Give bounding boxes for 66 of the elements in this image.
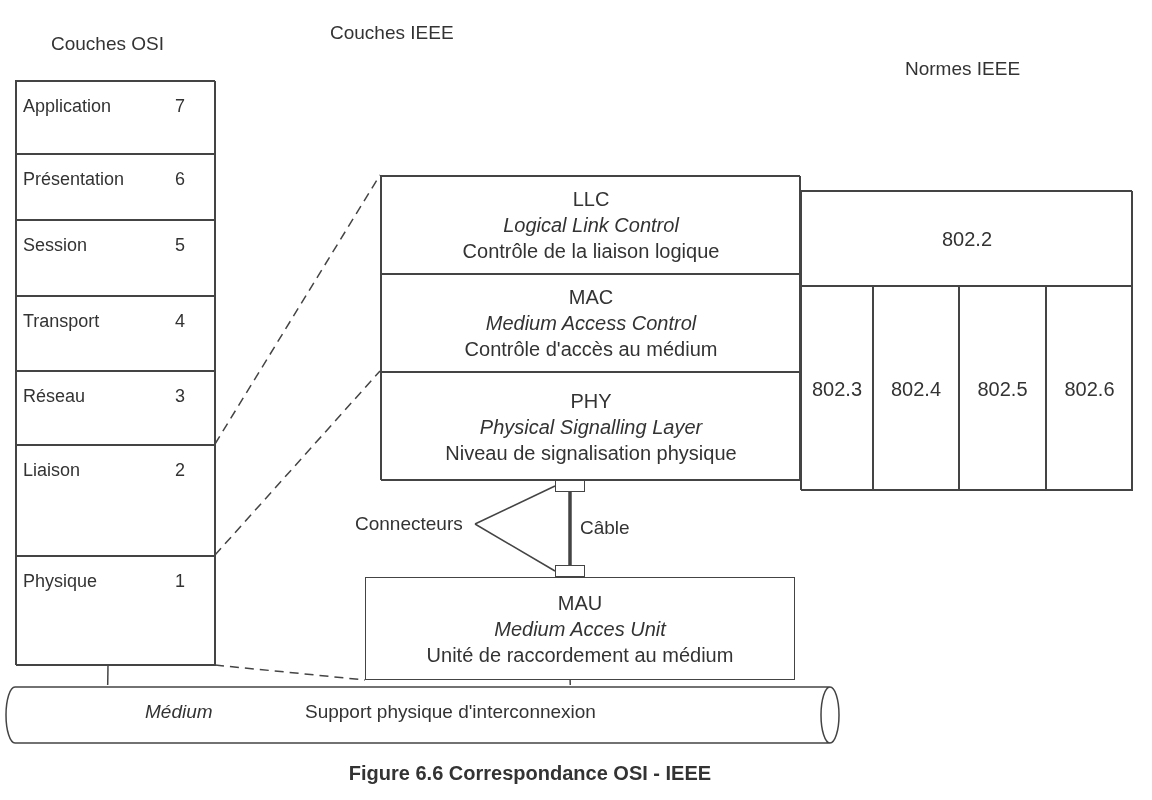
- standards-table: [800, 190, 1132, 490]
- leader-line: [474, 485, 556, 525]
- standard-number: 802.4: [890, 376, 942, 402]
- connector-box: [555, 565, 585, 577]
- connector-box: [555, 480, 585, 492]
- column-heading: Couches IEEE: [330, 22, 454, 44]
- layer-box: [16, 154, 216, 220]
- layer-number: 5: [175, 235, 185, 256]
- column-heading: Normes IEEE: [905, 58, 1021, 80]
- heading: Couches OSI: [51, 33, 164, 55]
- layer-text: Medium Acces Unit: [494, 616, 666, 642]
- layer-name: Application: [23, 96, 112, 117]
- layer-text: MAC: [568, 285, 614, 310]
- layer-text: Medium Access Control: [485, 311, 697, 336]
- layer-text: Unité de raccordement au médium: [426, 642, 734, 668]
- layer-text: PHY: [570, 388, 612, 414]
- dashed-line: [214, 664, 366, 681]
- standard-number: 802.3: [811, 376, 863, 402]
- table-cell: [873, 286, 959, 491]
- layer-number: 1: [175, 571, 185, 592]
- medium-cylinder: [5, 685, 840, 745]
- layer-box: [16, 445, 216, 556]
- layer-name: Réseau: [23, 386, 86, 407]
- table-cell: [801, 191, 1133, 286]
- layer-name: Physique: [23, 571, 98, 592]
- layer-number: 2: [175, 460, 185, 481]
- layer-number: 4: [175, 311, 185, 332]
- layer-text: Contrôle de la liaison logique: [462, 239, 720, 264]
- layer-box: [16, 371, 216, 445]
- table-cell: [801, 286, 873, 491]
- layer-name: Session: [23, 235, 88, 256]
- standard-number: 802.6: [1064, 376, 1115, 402]
- label-text: Connecteurs: [355, 508, 475, 540]
- layer-name: Transport: [23, 311, 100, 332]
- layer-box: [16, 556, 216, 666]
- leader-line: [474, 523, 556, 572]
- figure-caption: Figure 6.6 Correspondance OSI - IEEE: [347, 762, 713, 785]
- cable-line: [568, 492, 572, 565]
- sublayer-box: [381, 372, 801, 481]
- layer-number: 6: [175, 169, 185, 190]
- medium-text: Support physique d'interconnexion: [305, 701, 596, 723]
- table-cell: [1046, 286, 1133, 491]
- ieee-layers-box: [380, 175, 800, 480]
- layer-text: MAU: [557, 590, 603, 616]
- layer-name: Liaison: [23, 460, 81, 481]
- mau-box: [365, 577, 795, 680]
- layer-box: [16, 296, 216, 371]
- sublayer-box: [381, 176, 801, 274]
- layer-text: Niveau de signalisation physique: [445, 440, 737, 466]
- connector-line: [569, 679, 572, 686]
- layer-text: LLC: [572, 187, 610, 212]
- layer-number: 7: [175, 96, 185, 117]
- standard-number: 802.2: [941, 226, 993, 252]
- layer-number: 3: [175, 386, 185, 407]
- medium-text: Médium: [145, 701, 213, 723]
- table-cell: [959, 286, 1046, 491]
- layer-box: [16, 81, 216, 154]
- sublayer-box: [381, 274, 801, 372]
- standard-number: 802.5: [977, 376, 1028, 402]
- dashed-line: [214, 370, 381, 556]
- layer-text: Logical Link Control: [503, 213, 679, 238]
- layer-name: Présentation: [23, 169, 125, 190]
- layer-box: [16, 220, 216, 296]
- connector-line: [106, 664, 109, 686]
- layer-text: Contrôle d'accès au médium: [464, 337, 718, 362]
- layer-text: Physical Signalling Layer: [479, 414, 703, 440]
